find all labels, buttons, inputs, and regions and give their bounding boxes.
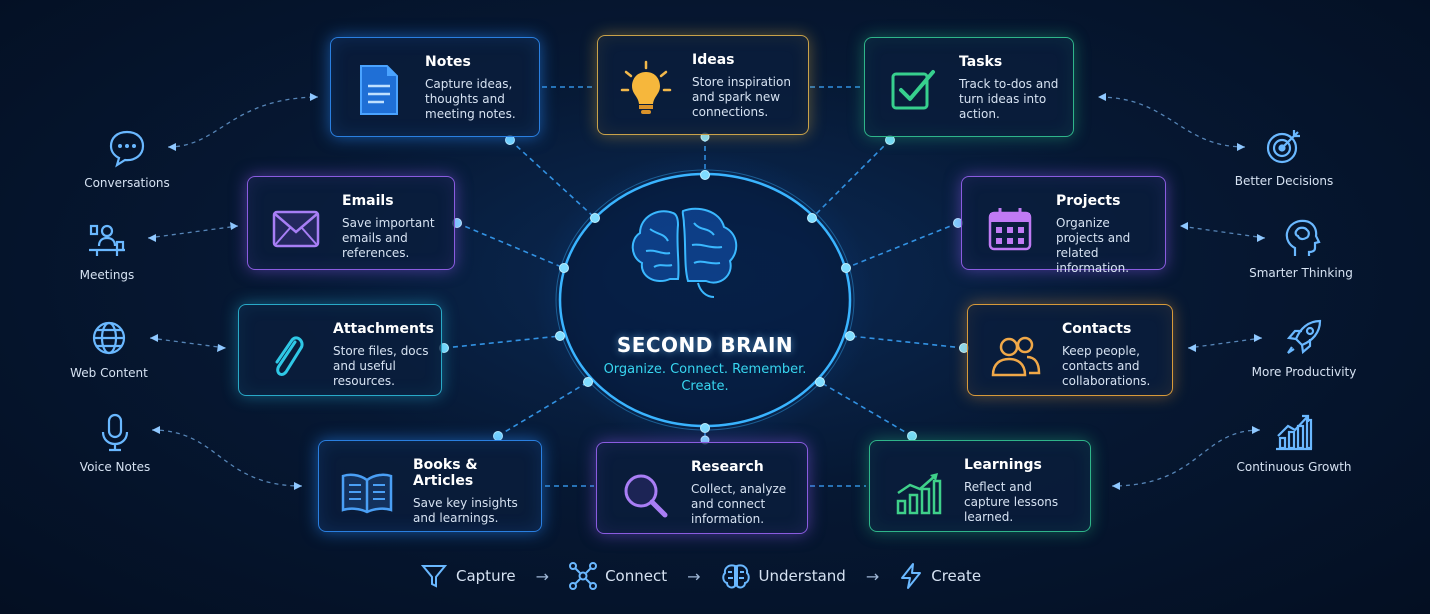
card-description: Collect, analyze and connect information…	[691, 482, 787, 526]
magnifier-icon	[615, 465, 675, 525]
card-title: Projects	[1056, 193, 1121, 209]
card-description: Store files, docs and useful resources.	[333, 344, 429, 388]
flow-step-connect: Connect	[569, 562, 667, 590]
brain-icon	[721, 564, 750, 589]
card-title: Emails	[342, 193, 394, 209]
head-brain-icon	[1285, 219, 1321, 256]
card-description: Store inspiration and spark new connecti…	[692, 75, 791, 119]
arrow-icon: →	[535, 566, 550, 586]
funnel-icon	[420, 565, 448, 588]
input-label: Web Content	[70, 366, 148, 380]
outcome-better-decisions: Better Decisions	[1219, 126, 1349, 188]
input-label: Conversations	[84, 176, 170, 190]
paperclip-icon	[257, 327, 317, 387]
outcome-label: Continuous Growth	[1236, 460, 1352, 474]
envelope-icon	[266, 199, 326, 259]
growth-chart-icon	[888, 463, 948, 523]
input-meetings: Meetings	[42, 220, 172, 282]
outcome-label: Better Decisions	[1234, 174, 1334, 188]
card-title: Books & Articles	[413, 457, 478, 489]
brain-icon	[631, 207, 738, 298]
meeting-icon	[89, 224, 125, 256]
card-description: Organize projects and related informatio…	[1056, 216, 1131, 275]
card-description: Reflect and capture lessons learned.	[964, 480, 1059, 524]
card-description: Keep people, contacts and collaborations…	[1062, 344, 1151, 388]
outcome-label: More Productivity	[1251, 365, 1357, 379]
arrow-icon: →	[687, 566, 701, 586]
outcome-continuous-growth: Continuous Growth	[1229, 412, 1359, 474]
card-title: Ideas	[692, 52, 735, 68]
people-icon	[986, 327, 1046, 387]
flow-label: Connect	[605, 567, 668, 585]
rocket-icon	[1286, 319, 1322, 355]
card-title: Learnings	[964, 457, 1042, 473]
card-title: Tasks	[959, 54, 1003, 70]
process-flow: Capture → Connect → Understand → Create	[420, 560, 981, 592]
globe-icon	[92, 321, 126, 355]
card-description: Track to-dos and turn ideas into action.	[959, 77, 1059, 121]
calendar-icon	[980, 199, 1040, 259]
network-icon	[569, 562, 598, 590]
document-icon	[349, 60, 409, 120]
flow-step-capture: Capture	[420, 562, 516, 590]
center-title: SECOND BRAIN	[616, 333, 794, 357]
chat-bubble-icon	[109, 130, 145, 168]
card-title: Notes	[425, 54, 471, 70]
input-conversations: Conversations	[62, 128, 192, 190]
input-web-content: Web Content	[44, 318, 174, 380]
outcome-smarter-thinking: Smarter Thinking	[1236, 218, 1366, 280]
card-description: Save key insights and learnings.	[413, 496, 518, 525]
card-title: Contacts	[1062, 321, 1132, 337]
card-title: Attachments	[333, 321, 435, 337]
outcome-more-productivity: More Productivity	[1239, 317, 1369, 379]
card-description: Capture ideas, thoughts and meeting note…	[425, 77, 516, 121]
checkbox-icon	[883, 60, 943, 120]
lightning-icon	[901, 563, 922, 589]
card-title: Research	[691, 459, 764, 475]
flow-step-understand: Understand	[721, 562, 846, 590]
flow-label: Capture	[456, 567, 516, 585]
input-voice-notes: Voice Notes	[50, 412, 180, 474]
input-label: Meetings	[79, 268, 135, 282]
input-label: Voice Notes	[79, 460, 151, 474]
card-description: Save important emails and references.	[342, 216, 435, 260]
flow-label: Understand	[758, 567, 846, 585]
open-book-icon	[337, 463, 397, 523]
arrow-icon: →	[865, 566, 880, 586]
outcome-label: Smarter Thinking	[1249, 266, 1353, 280]
microphone-icon	[101, 413, 129, 452]
center-subtitle: Organize. Connect. Remember. Create.	[603, 362, 807, 394]
flow-step-create: Create	[899, 562, 981, 590]
target-icon	[1266, 130, 1300, 164]
bar-growth-icon	[1276, 414, 1313, 451]
lightbulb-icon	[616, 58, 676, 118]
flow-label: Create	[931, 567, 982, 585]
